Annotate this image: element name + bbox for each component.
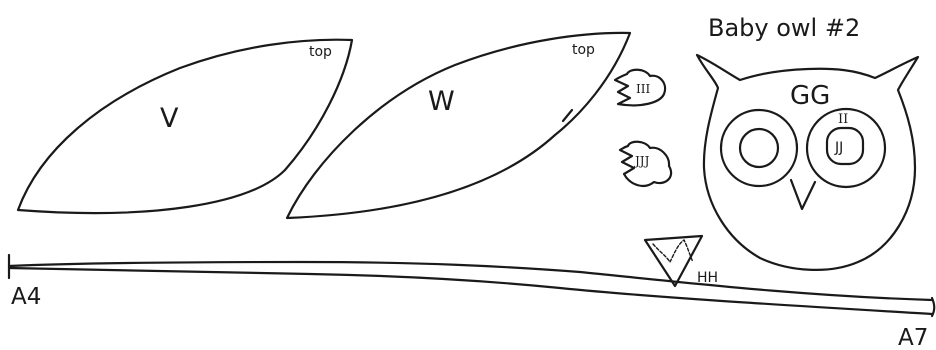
triangle-piece-hh: HH (643, 234, 718, 288)
owl-eye-ring-letter: II (838, 112, 848, 127)
triangle-hh-letter: HH (697, 270, 718, 286)
owl-pupil-letter: JJ (834, 140, 843, 156)
owl-body-outline (695, 53, 920, 271)
wing-piece-w: W top (285, 31, 632, 220)
owl-body-letter: GG (790, 81, 830, 111)
branch-bottom-edge (7, 266, 934, 316)
wing-w-top-mark: top (572, 42, 595, 58)
owl-title: Baby owl #2 (708, 14, 860, 42)
baby-owl: Baby owl #2 GG II JJ (695, 14, 920, 271)
wing-w-letter: W (428, 86, 455, 117)
feather-piece-jjj: JJJ (618, 140, 673, 187)
triangle-hh-inner-line (652, 239, 694, 263)
feather-piece-iii: III (613, 68, 667, 107)
feather-jjj-outline (618, 140, 673, 187)
wing-v-top-mark: top (309, 44, 332, 60)
feather-iii-outline (613, 68, 667, 107)
branch-end-label: A7 (898, 325, 928, 350)
feather-jjj-letter: JJJ (633, 154, 650, 168)
owl-right-pupil (825, 126, 865, 166)
owl-beak (789, 178, 817, 211)
branch-start-label: A4 (11, 284, 41, 310)
owl-right-eye-ring (805, 107, 887, 189)
wing-w-outline (285, 31, 632, 220)
owl-left-pupil (738, 127, 780, 169)
branch-cut-edge (930, 296, 936, 318)
wing-v-outline (16, 38, 354, 215)
branch-piece: A4 A7 (7, 253, 936, 350)
wing-piece-v: V top (16, 38, 354, 215)
branch-top-edge (7, 260, 934, 302)
owl-left-eye-ring (719, 108, 799, 188)
wing-w-notch (561, 108, 574, 123)
feather-iii-letter: III (636, 82, 650, 96)
triangle-hh-outline (643, 234, 704, 288)
wing-v-letter: V (160, 103, 179, 134)
